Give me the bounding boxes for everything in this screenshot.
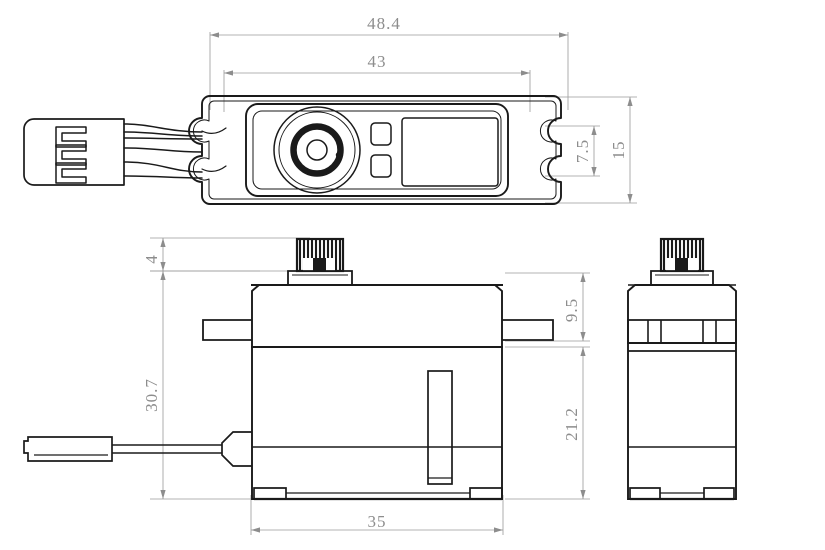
output-shaft-bore <box>306 139 328 161</box>
tab-slot-seat-lower <box>201 165 227 172</box>
dim-label-7-5: 7.5 <box>573 139 592 163</box>
top-view-body <box>245 103 509 197</box>
dim-label-43: 43 <box>368 52 387 71</box>
front-view-cable-connector <box>23 436 113 462</box>
connector-housing <box>23 118 125 186</box>
servo-connector-top-view <box>23 118 203 186</box>
side-view-spline-hub <box>675 258 688 271</box>
dim-label-9-5: 9.5 <box>562 298 581 322</box>
spline-teeth-ring <box>291 124 343 176</box>
dimension-group-top-view <box>209 32 637 204</box>
dim-label-21-2: 21.2 <box>562 407 581 441</box>
top-view-body-inner <box>252 110 502 190</box>
dim-label-30-7: 30.7 <box>142 378 161 412</box>
connector-lead-wires <box>123 123 203 179</box>
dim-label-35: 35 <box>368 512 387 531</box>
front-view-cable-grommet <box>221 431 252 467</box>
connector-pin-slots <box>55 126 87 184</box>
side-view <box>627 237 737 501</box>
front-view-mount-flange-right <box>502 319 554 341</box>
spline-ring-inner <box>295 128 339 172</box>
dim-label-48-4: 48.4 <box>367 14 401 33</box>
output-boss-outer-circle <box>273 106 361 194</box>
top-view-inner-offset <box>192 100 557 200</box>
front-view-vertical-rib <box>427 370 453 485</box>
front-view-mount-flange-left <box>202 319 252 341</box>
dimension-group-front-view <box>150 237 590 535</box>
top-view-pad-upper <box>370 122 392 146</box>
dim-label-4: 4 <box>142 254 161 264</box>
top-view-electronics-bay <box>401 117 499 187</box>
tab-slot-seat-upper <box>201 127 227 134</box>
side-view-flange-slot-dividers <box>647 320 717 343</box>
top-view-pad-lower <box>370 154 392 178</box>
front-view-spline-hub <box>313 258 326 271</box>
top-view <box>188 95 562 205</box>
front-view <box>23 237 554 501</box>
spline-ring-outer <box>290 123 344 177</box>
dim-label-15: 15 <box>609 141 628 160</box>
output-boss-mid-circle <box>278 111 356 189</box>
